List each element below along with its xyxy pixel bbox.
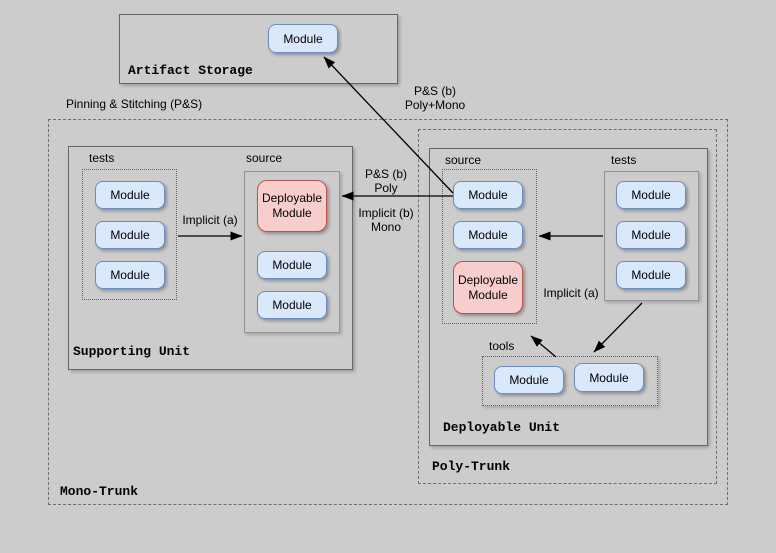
deployable-unit-box xyxy=(429,148,708,446)
poly-tests-module-3: Module xyxy=(616,261,686,289)
ps-b-poly-label: P&S (b) Poly xyxy=(346,167,426,195)
poly-deployable-module: Deployable Module xyxy=(453,261,523,314)
mono-deployable-module-line1: Deployable xyxy=(261,191,323,205)
poly-deployable-module-line1: Deployable xyxy=(457,272,519,287)
mono-tests-module-2: Module xyxy=(95,221,165,249)
ps-b-poly-mono-line2: Poly+Mono xyxy=(404,98,466,112)
mono-tests-module-3: Module xyxy=(95,261,165,289)
ps-b-poly-line1: P&S (b) xyxy=(364,167,407,181)
ps-b-poly-mono-line1: P&S (b) xyxy=(413,84,456,98)
ps-b-poly-mono-label: P&S (b) Poly+Mono xyxy=(395,84,475,112)
poly-trunk-title: Poly-Trunk xyxy=(432,459,511,474)
deployable-unit-title: Deployable Unit xyxy=(443,420,561,435)
supporting-unit-title: Supporting Unit xyxy=(73,344,191,359)
tools-module-2: Module xyxy=(574,363,644,392)
mono-tests-title: tests xyxy=(89,151,115,165)
poly-implicit-a-label: Implicit (a) xyxy=(543,286,599,300)
poly-deployable-module-line2: Module xyxy=(468,287,508,302)
mono-source-module-2: Module xyxy=(257,291,327,319)
artifact-storage-box xyxy=(119,14,398,84)
mono-source-title: source xyxy=(246,151,283,165)
mono-source-box xyxy=(244,171,340,333)
poly-tests-title: tests xyxy=(611,153,637,167)
poly-tests-box xyxy=(604,171,699,301)
poly-source-module-2: Module xyxy=(453,221,523,249)
poly-trunk-box xyxy=(418,129,717,484)
implicit-b-mono-line1: Implicit (b) xyxy=(358,206,414,220)
tools-box xyxy=(482,356,658,406)
pinning-stitching-label: Pinning & Stitching (P&S) xyxy=(66,97,203,111)
supporting-unit-box xyxy=(68,146,353,370)
ps-b-poly-line2: Poly xyxy=(374,181,398,195)
artifact-storage-title: Artifact Storage xyxy=(128,63,253,78)
implicit-b-mono-line2: Mono xyxy=(370,220,402,234)
mono-deployable-module-line2: Module xyxy=(272,206,312,220)
mono-trunk-title: Mono-Trunk xyxy=(60,484,139,499)
mono-implicit-a-label: Implicit (a) xyxy=(182,213,238,227)
poly-tests-module-1: Module xyxy=(616,181,686,209)
tools-title: tools xyxy=(489,339,515,353)
poly-source-module-1: Module xyxy=(453,181,523,209)
artifact-storage-module: Module xyxy=(268,24,338,53)
mono-source-module-1: Module xyxy=(257,251,327,279)
mono-tests-module-1: Module xyxy=(95,181,165,209)
poly-source-box xyxy=(442,169,537,324)
mono-deployable-module: Deployable Module xyxy=(257,180,327,232)
tools-module-1: Module xyxy=(494,366,564,394)
mono-tests-box xyxy=(82,169,177,300)
poly-tests-module-2: Module xyxy=(616,221,686,249)
poly-source-title: source xyxy=(445,153,482,167)
implicit-b-mono-label: Implicit (b) Mono xyxy=(346,206,426,234)
